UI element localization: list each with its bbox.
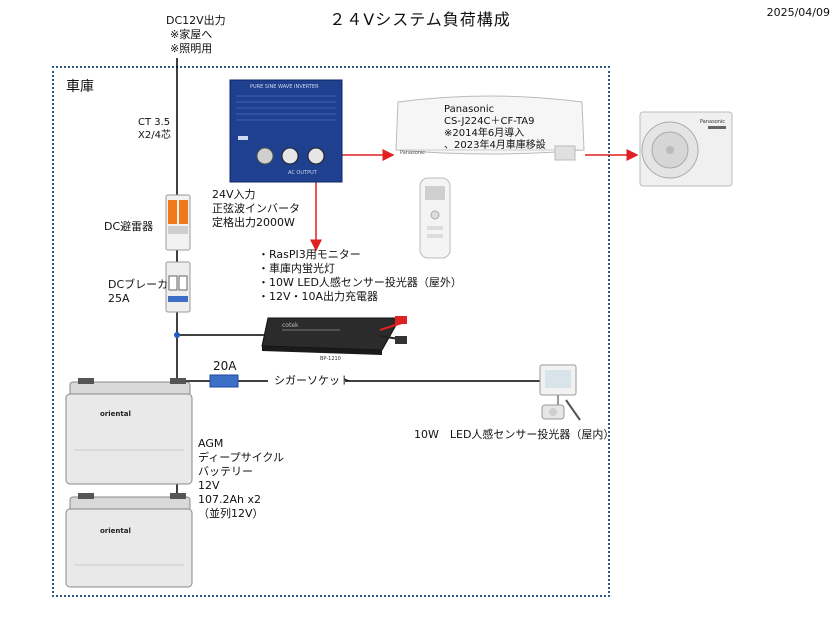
- inverter-panel-title: PURE SINE WAVE INVERTER: [250, 84, 319, 90]
- inverter-unit: [229, 79, 343, 183]
- breaker-label: DCブレーカ: [108, 278, 169, 291]
- charger-brand: cotek: [282, 322, 299, 329]
- surge-arrester: [165, 194, 191, 251]
- ac-load-item: ・10W LED人感センサー投光器（屋外）: [258, 276, 462, 289]
- breaker-rating: 25A: [108, 292, 130, 305]
- battery-label: ディープサイクル: [198, 451, 285, 464]
- inverter-panel-output: AC OUTPUT: [288, 170, 317, 176]
- indoor-aircon: [395, 95, 585, 161]
- cigar-socket-label: シガーソケット: [274, 374, 351, 387]
- aircon-label: CS-J224C＋CF-TA9: [444, 116, 535, 127]
- inverter-label: 正弦波インバータ: [212, 202, 300, 215]
- page-title: ２４Vシステム負荷構成: [329, 10, 511, 29]
- fuse-20a: [209, 374, 239, 388]
- aircon-unit-brand: Panasonic: [400, 150, 426, 156]
- battery-label: 12V: [198, 479, 220, 492]
- charger-model: BP-1210: [320, 356, 341, 362]
- junction-dot: [174, 332, 180, 338]
- outdoor-unit-brand: Panasonic: [700, 119, 726, 125]
- garage-boundary: [52, 66, 610, 597]
- dc-output-note: ※照明用: [170, 42, 213, 55]
- battery-label: バッテリー: [198, 465, 253, 478]
- dc-breaker: [165, 261, 191, 313]
- ac-load-item: ・車庫内蛍光灯: [258, 262, 335, 275]
- sensor-light-label: 10W LED人感センサー投光器（屋内）: [414, 428, 615, 441]
- ac-load-item: ・12V・10A出力充電器: [258, 290, 379, 303]
- aircon-label: ※2014年6月導入: [444, 128, 525, 139]
- ct-cable-label: X2/4芯: [138, 130, 171, 141]
- battery-label: 107.2Ah x2: [198, 493, 261, 506]
- aircon-label: 、2023年4月車庫移設: [444, 140, 546, 151]
- surge-arrester-label: DC避雷器: [104, 220, 154, 233]
- dc-output-label: DC12V出力: [166, 14, 226, 27]
- date-label: 2025/04/09: [766, 6, 830, 19]
- ac-load-item: ・RasPI3用モニター: [258, 248, 361, 261]
- battery-brand: oriental: [100, 527, 131, 535]
- battery-label: AGM: [198, 437, 224, 450]
- aircon-remote: [419, 177, 451, 259]
- inverter-label: 定格出力2000W: [212, 216, 295, 229]
- inverter-label: 24V入力: [212, 188, 256, 201]
- garage-label: 車庫: [66, 79, 94, 95]
- battery-brand: oriental: [100, 410, 131, 418]
- battery-label: （並列12V）: [198, 507, 264, 520]
- dc-output-note: ※家屋へ: [170, 28, 213, 41]
- battery-charger: [261, 316, 407, 355]
- aircon-label: Panasonic: [444, 104, 495, 115]
- battery-2: [65, 493, 193, 588]
- battery-1: [65, 378, 193, 485]
- ct-cable-label: CT 3.5: [138, 117, 171, 128]
- sensor-light-indoor: [539, 364, 581, 421]
- outdoor-aircon: [639, 111, 733, 187]
- fuse-label: 20A: [213, 359, 237, 373]
